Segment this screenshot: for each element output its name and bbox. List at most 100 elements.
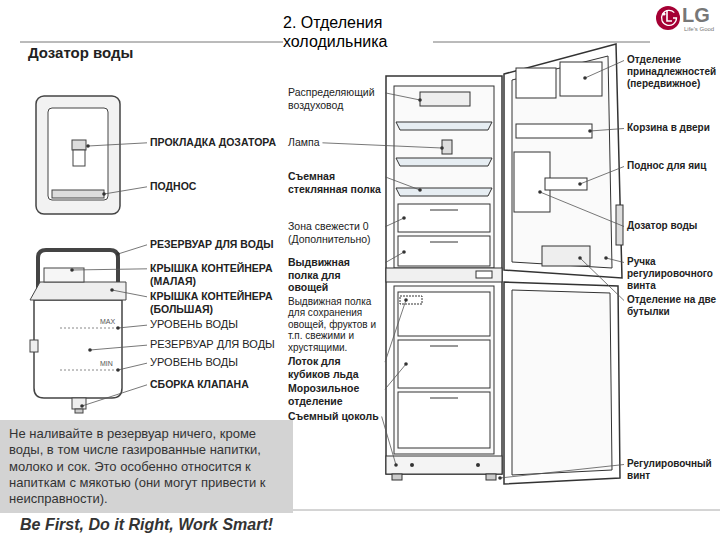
part-label: Зона свежести 0 (Дополнительно) [288, 220, 382, 245]
leader-dot [88, 348, 92, 352]
refrigerator-body-part [410, 463, 414, 467]
leader-line [82, 385, 147, 406]
leader-dot [578, 256, 582, 260]
leader-line [104, 187, 147, 194]
logo-text: LG [682, 3, 710, 27]
part-description: Выдвижная полка для сохранения овощей, ф… [288, 296, 382, 354]
leader-dot [116, 252, 120, 256]
refrigerator-body-part [396, 188, 492, 196]
refrigerator-body-part [398, 204, 490, 232]
leader-dot [498, 476, 502, 480]
part-label: Съемный цоколь [288, 410, 379, 423]
refrigerator-body-part [398, 292, 490, 336]
part-label: РЕЗЕРВУАР ДЛЯ ВОДЫ [150, 338, 275, 351]
warning-note: Не наливайте в резервуар ничего, кроме в… [0, 420, 293, 513]
part-label: УРОВЕНЬ ВОДЫ [150, 318, 238, 331]
water-tank-part [72, 398, 86, 409]
leader-line [112, 290, 147, 297]
leader-line [385, 218, 404, 227]
leader-dot [578, 182, 582, 186]
leader-dot [86, 144, 90, 148]
leader-dot [418, 188, 422, 192]
part-label: Отделение на две бутылки [627, 294, 717, 318]
refrigerator-body-part [476, 271, 492, 278]
leader-line [590, 129, 624, 132]
water-tank-part [30, 340, 38, 352]
part-label: Морозильное отделение [288, 382, 382, 407]
leader-line [118, 325, 147, 328]
leader-dot [394, 463, 398, 467]
dispenser-front-part [36, 96, 120, 214]
dispenser-front-part [72, 140, 86, 150]
refrigerator-door-part [560, 62, 602, 96]
refrigerator-body-part [430, 210, 458, 211]
refrigerator-body-part [420, 92, 470, 106]
water-tank [30, 250, 126, 413]
leader-line [385, 300, 406, 362]
part-label: Регулировочный винт [627, 458, 717, 482]
leader-line [118, 363, 147, 370]
refrigerator-body-part [476, 463, 480, 467]
refrigerator-body [386, 76, 502, 480]
leader-dot [102, 192, 106, 196]
refrigerator-body-part [430, 242, 458, 243]
dispenser-front-part [73, 150, 85, 166]
leader-dot [402, 250, 406, 254]
leader-line [580, 167, 624, 185]
leader-dot [588, 129, 592, 133]
leader-dot [70, 268, 74, 272]
leader-dot [538, 190, 542, 194]
leader-dot [80, 404, 84, 408]
part-label: Дозатор воды [627, 220, 697, 232]
water-tank-part [75, 409, 83, 413]
refrigerator-door-part [504, 44, 622, 278]
refrigerator-body-part [392, 474, 402, 480]
leader-line [385, 177, 420, 190]
lg-logo-mark-part [656, 6, 680, 30]
refrigerator-body-part [430, 346, 458, 347]
freezer-door-part [512, 290, 612, 475]
refrigerator-body-part [396, 122, 492, 130]
part-label: УРОВЕНЬ ВОДЫ [150, 356, 238, 369]
part-label: Съемная стеклянная полка [288, 170, 382, 195]
part-label: Отделение принадлежностей (передвижное) [627, 54, 717, 90]
part-label: Распределяющий воздуховод [288, 86, 382, 111]
part-label: РЕЗЕРВУАР ДЛЯ ВОДЫ [150, 238, 273, 251]
water-tank-part [34, 300, 122, 398]
leader-dot [404, 362, 408, 366]
refrigerator-body-part [430, 398, 458, 399]
part-label: ПРОКЛАДКА ДОЗАТОРА [150, 136, 276, 149]
refrigerator-body-part [386, 76, 502, 474]
part-label: Корзина в двери [627, 122, 710, 134]
dispenser-front-part [48, 108, 108, 200]
refrigerator-body-part [396, 158, 492, 166]
leader-line [585, 61, 624, 79]
leader-dot [110, 288, 114, 292]
part-label: КРЫШКА КОНТЕЙНЕРА (МАЛАЯ) [150, 262, 285, 287]
section-heading: Дозатор воды [28, 44, 133, 62]
dispenser-front [36, 96, 120, 214]
refrigerator-body-part [400, 296, 422, 304]
refrigerator-body-part [398, 340, 490, 388]
water-tank-part [30, 282, 126, 300]
leader-line [385, 364, 406, 389]
refrigerator-door-part [545, 178, 587, 190]
leader-line [540, 192, 624, 227]
freezer-door [504, 282, 620, 484]
part-label: КРЫШКА КОНТЕЙНЕРА (БОЛЬШАЯ) [150, 290, 285, 315]
refrigerator-door-part [542, 246, 590, 266]
refrigerator-body-part [486, 474, 496, 480]
leader-dot [440, 146, 444, 150]
leader-line [580, 258, 624, 301]
leader-line [90, 345, 147, 350]
leader-line [118, 245, 147, 254]
note-text: Не наливайте в резервуар ничего, кроме в… [9, 426, 284, 507]
water-tank-part [60, 370, 120, 371]
footer-slogan: Be First, Do it Right, Work Smart! [20, 515, 273, 534]
lg-logo-mark-part [662, 10, 677, 25]
logo-slogan: Life's Good [684, 26, 714, 33]
lg-logo-mark [656, 6, 680, 30]
refrigerator-door-part [516, 124, 592, 138]
dispenser-front-part [52, 190, 104, 198]
